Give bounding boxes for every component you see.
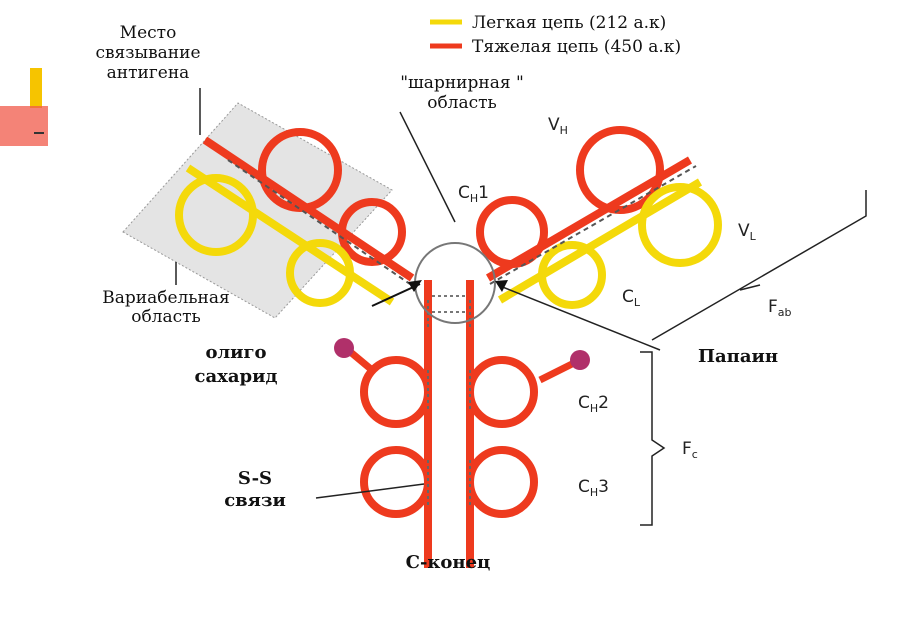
- legend-heavy-chain: Тяжелая цепь (450 а.к): [472, 37, 681, 57]
- oligosaccharide-label: олиго сахарид: [195, 342, 278, 387]
- left-fab-arm: [175, 128, 415, 307]
- cl-label: CL: [622, 287, 641, 309]
- antigen-site-label: Место связывание антигена: [95, 23, 200, 83]
- svg-text:Место: Место: [120, 23, 177, 43]
- svg-text:связи: связи: [224, 490, 286, 511]
- hinge-label: "шарнирная " область: [400, 73, 524, 113]
- svg-text:область: область: [131, 307, 201, 327]
- left-ch2-domain: [360, 356, 432, 428]
- svg-text:"шарнирная ": "шарнирная ": [400, 73, 524, 93]
- svg-text:олиго: олиго: [205, 342, 266, 363]
- left-ch1-domain: [338, 198, 406, 266]
- slide-decoration: [0, 68, 48, 146]
- svg-text:антигена: антигена: [107, 63, 190, 83]
- right-vl-domain: [638, 183, 722, 267]
- right-cl-domain: [538, 241, 606, 309]
- right-ch1-domain: [476, 196, 548, 268]
- fab-label: Fab: [768, 297, 792, 319]
- left-ch3-domain: [360, 446, 432, 518]
- svg-text:область: область: [427, 93, 497, 113]
- ch1-label: CH1: [458, 183, 489, 205]
- variable-region-label: Вариабельная область: [102, 288, 230, 327]
- right-ch3-domain: [466, 446, 538, 518]
- left-cl-domain: [286, 239, 354, 307]
- oligosaccharide-left: [334, 338, 375, 373]
- c-terminus-label: С-конец: [406, 552, 491, 573]
- ch2-label: CH2: [578, 393, 609, 415]
- svg-text:связывание: связывание: [95, 43, 200, 63]
- papain-arrows: [371, 280, 508, 307]
- right-ch2-domain: [466, 356, 538, 428]
- svg-text:сахарид: сахарид: [195, 366, 278, 387]
- right-vh-domain: [576, 126, 664, 214]
- oligosaccharide-right: [538, 350, 590, 384]
- legend-light-chain: Легкая цепь (212 а.к): [472, 13, 666, 33]
- svg-text:Вариабельная: Вариабельная: [102, 288, 230, 308]
- svg-text:S-S: S-S: [238, 468, 272, 489]
- vh-label: VH: [548, 115, 568, 137]
- right-fab-arm: [476, 126, 722, 309]
- left-vh-domain: [258, 128, 342, 212]
- fc-stem: [360, 280, 538, 570]
- legend: Легкая цепь (212 а.к) Тяжелая цепь (450 …: [430, 13, 681, 57]
- ch3-label: CH3: [578, 477, 609, 499]
- papain-label: Папаин: [698, 346, 778, 367]
- left-vl-domain: [175, 174, 257, 256]
- ss-bonds-label: S-S связи: [224, 468, 286, 511]
- vl-label: VL: [738, 221, 757, 243]
- fc-label: Fc: [682, 439, 698, 461]
- leader-lines: [175, 88, 867, 526]
